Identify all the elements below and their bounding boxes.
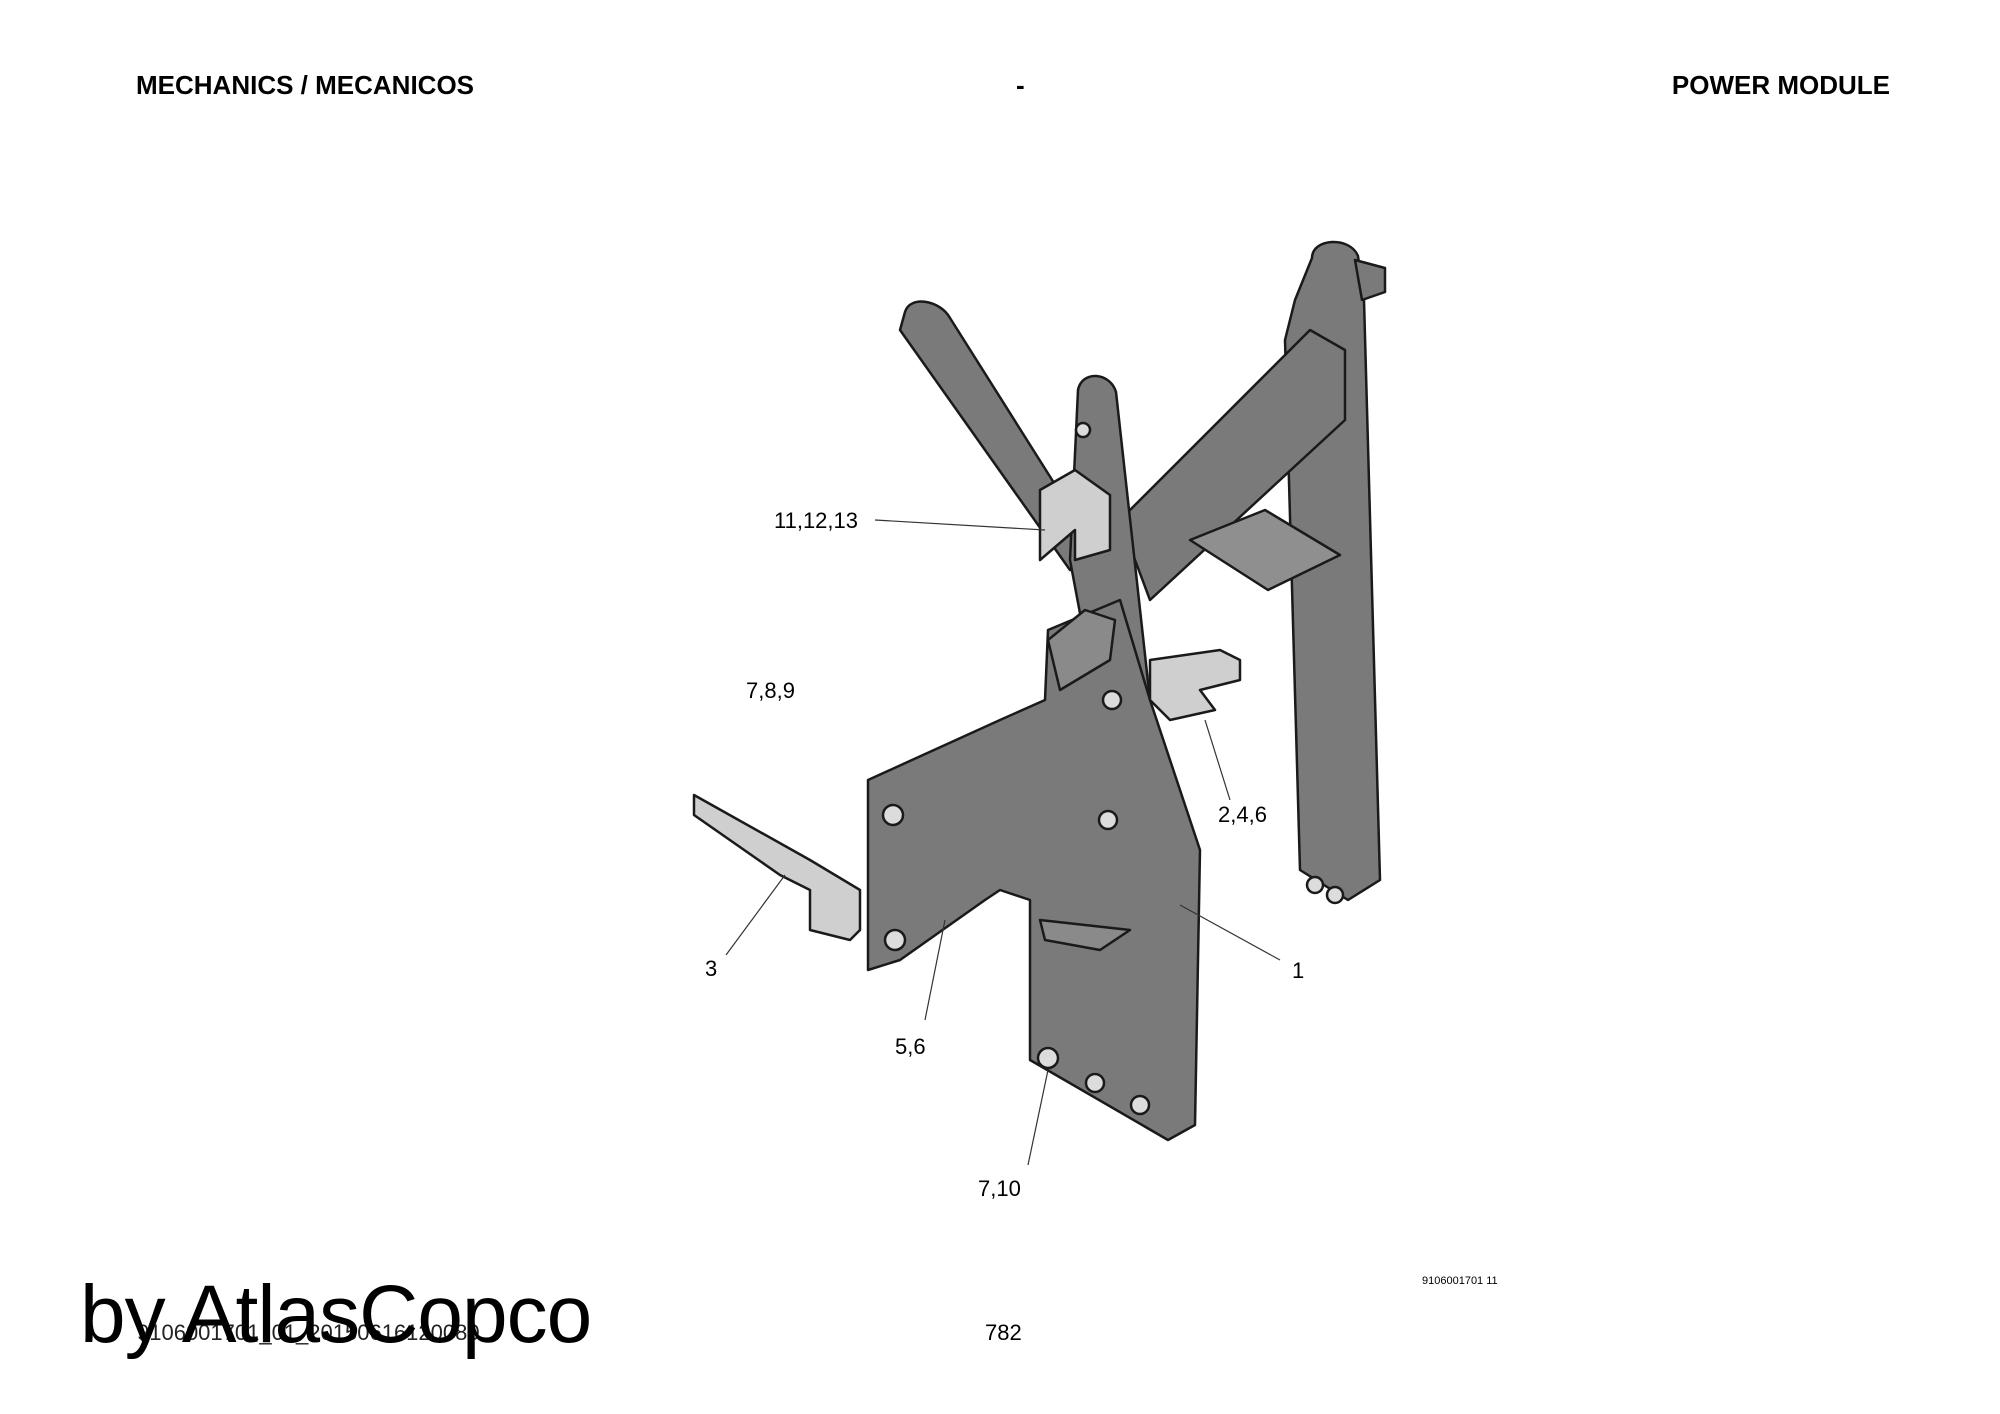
bolt [1097,809,1119,831]
callout-2-4-6: 2,4,6 [1218,802,1267,827]
side-bracket [692,793,862,942]
upper-bracket [1038,468,1112,562]
callout-11-12-13: 11,12,13 [774,508,859,533]
leader-line [874,519,1046,531]
bolt [1129,1094,1151,1116]
header-module-title: POWER MODULE [1671,70,1890,100]
callout-7-8-9: 7,8,9 [746,678,795,703]
callout-3: 3 [705,956,718,981]
watermark: by AtlasCopco [80,1269,592,1360]
gusset [1046,608,1117,692]
bolt [1101,689,1123,711]
bolt [1305,875,1325,895]
rear-top-tab [1353,258,1387,302]
callout-5-6: 5,6 [895,1034,926,1059]
leader-line [725,874,786,956]
bolt [881,803,905,827]
leader-line [1204,719,1231,801]
leader-line [1179,904,1281,961]
callout-1: 1 [1292,958,1305,983]
page-number: 782 [985,1320,1022,1345]
bolt [883,928,907,952]
bolt [1036,1046,1060,1070]
leader-line [924,919,946,1021]
header-separator: - [1016,70,1025,100]
callout-7-10: 7,10 [978,1176,1021,1201]
header-section-title: MECHANICS / MECANICOS [136,70,475,100]
bolt [1074,421,1092,439]
drawing-number: 9106001701 11 [1422,1275,1498,1287]
cross-beam [1118,328,1347,602]
mounting-plate [1188,508,1342,592]
bolt [1084,1072,1106,1094]
bolt [1325,885,1345,905]
right-bracket [1148,648,1242,722]
lower-rib [1038,918,1132,952]
main-frame-plate [866,598,1202,1142]
leader-line [1027,1069,1049,1166]
document-code: 9106001701_01_20150616120080 [137,1320,480,1345]
